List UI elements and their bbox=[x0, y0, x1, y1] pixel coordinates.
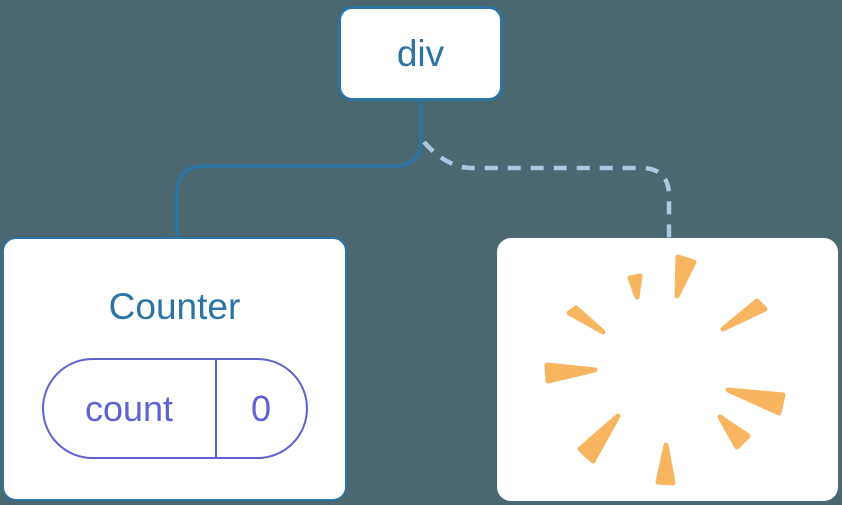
counter-node: Counter count 0 bbox=[2, 237, 347, 501]
poof-spark bbox=[577, 413, 621, 464]
poof-spark bbox=[725, 387, 786, 416]
poof-icon bbox=[544, 254, 786, 486]
connector-kept-child bbox=[175, 101, 423, 237]
poof-spark bbox=[627, 273, 643, 300]
connector-removed-child bbox=[422, 140, 672, 238]
poof-spark bbox=[566, 305, 606, 335]
root-node-div: div bbox=[338, 6, 503, 101]
state-pill: count 0 bbox=[41, 358, 308, 459]
poof-spark bbox=[544, 362, 598, 384]
poof-spark bbox=[720, 298, 768, 332]
poof-spark bbox=[674, 254, 697, 299]
state-key-label: count bbox=[44, 360, 217, 457]
state-value-label: 0 bbox=[250, 387, 272, 429]
removed-node bbox=[497, 238, 838, 501]
poof-spark bbox=[655, 442, 676, 486]
counter-title: Counter bbox=[108, 286, 241, 327]
poof-spark bbox=[717, 414, 751, 450]
root-node-label: div bbox=[396, 33, 445, 74]
